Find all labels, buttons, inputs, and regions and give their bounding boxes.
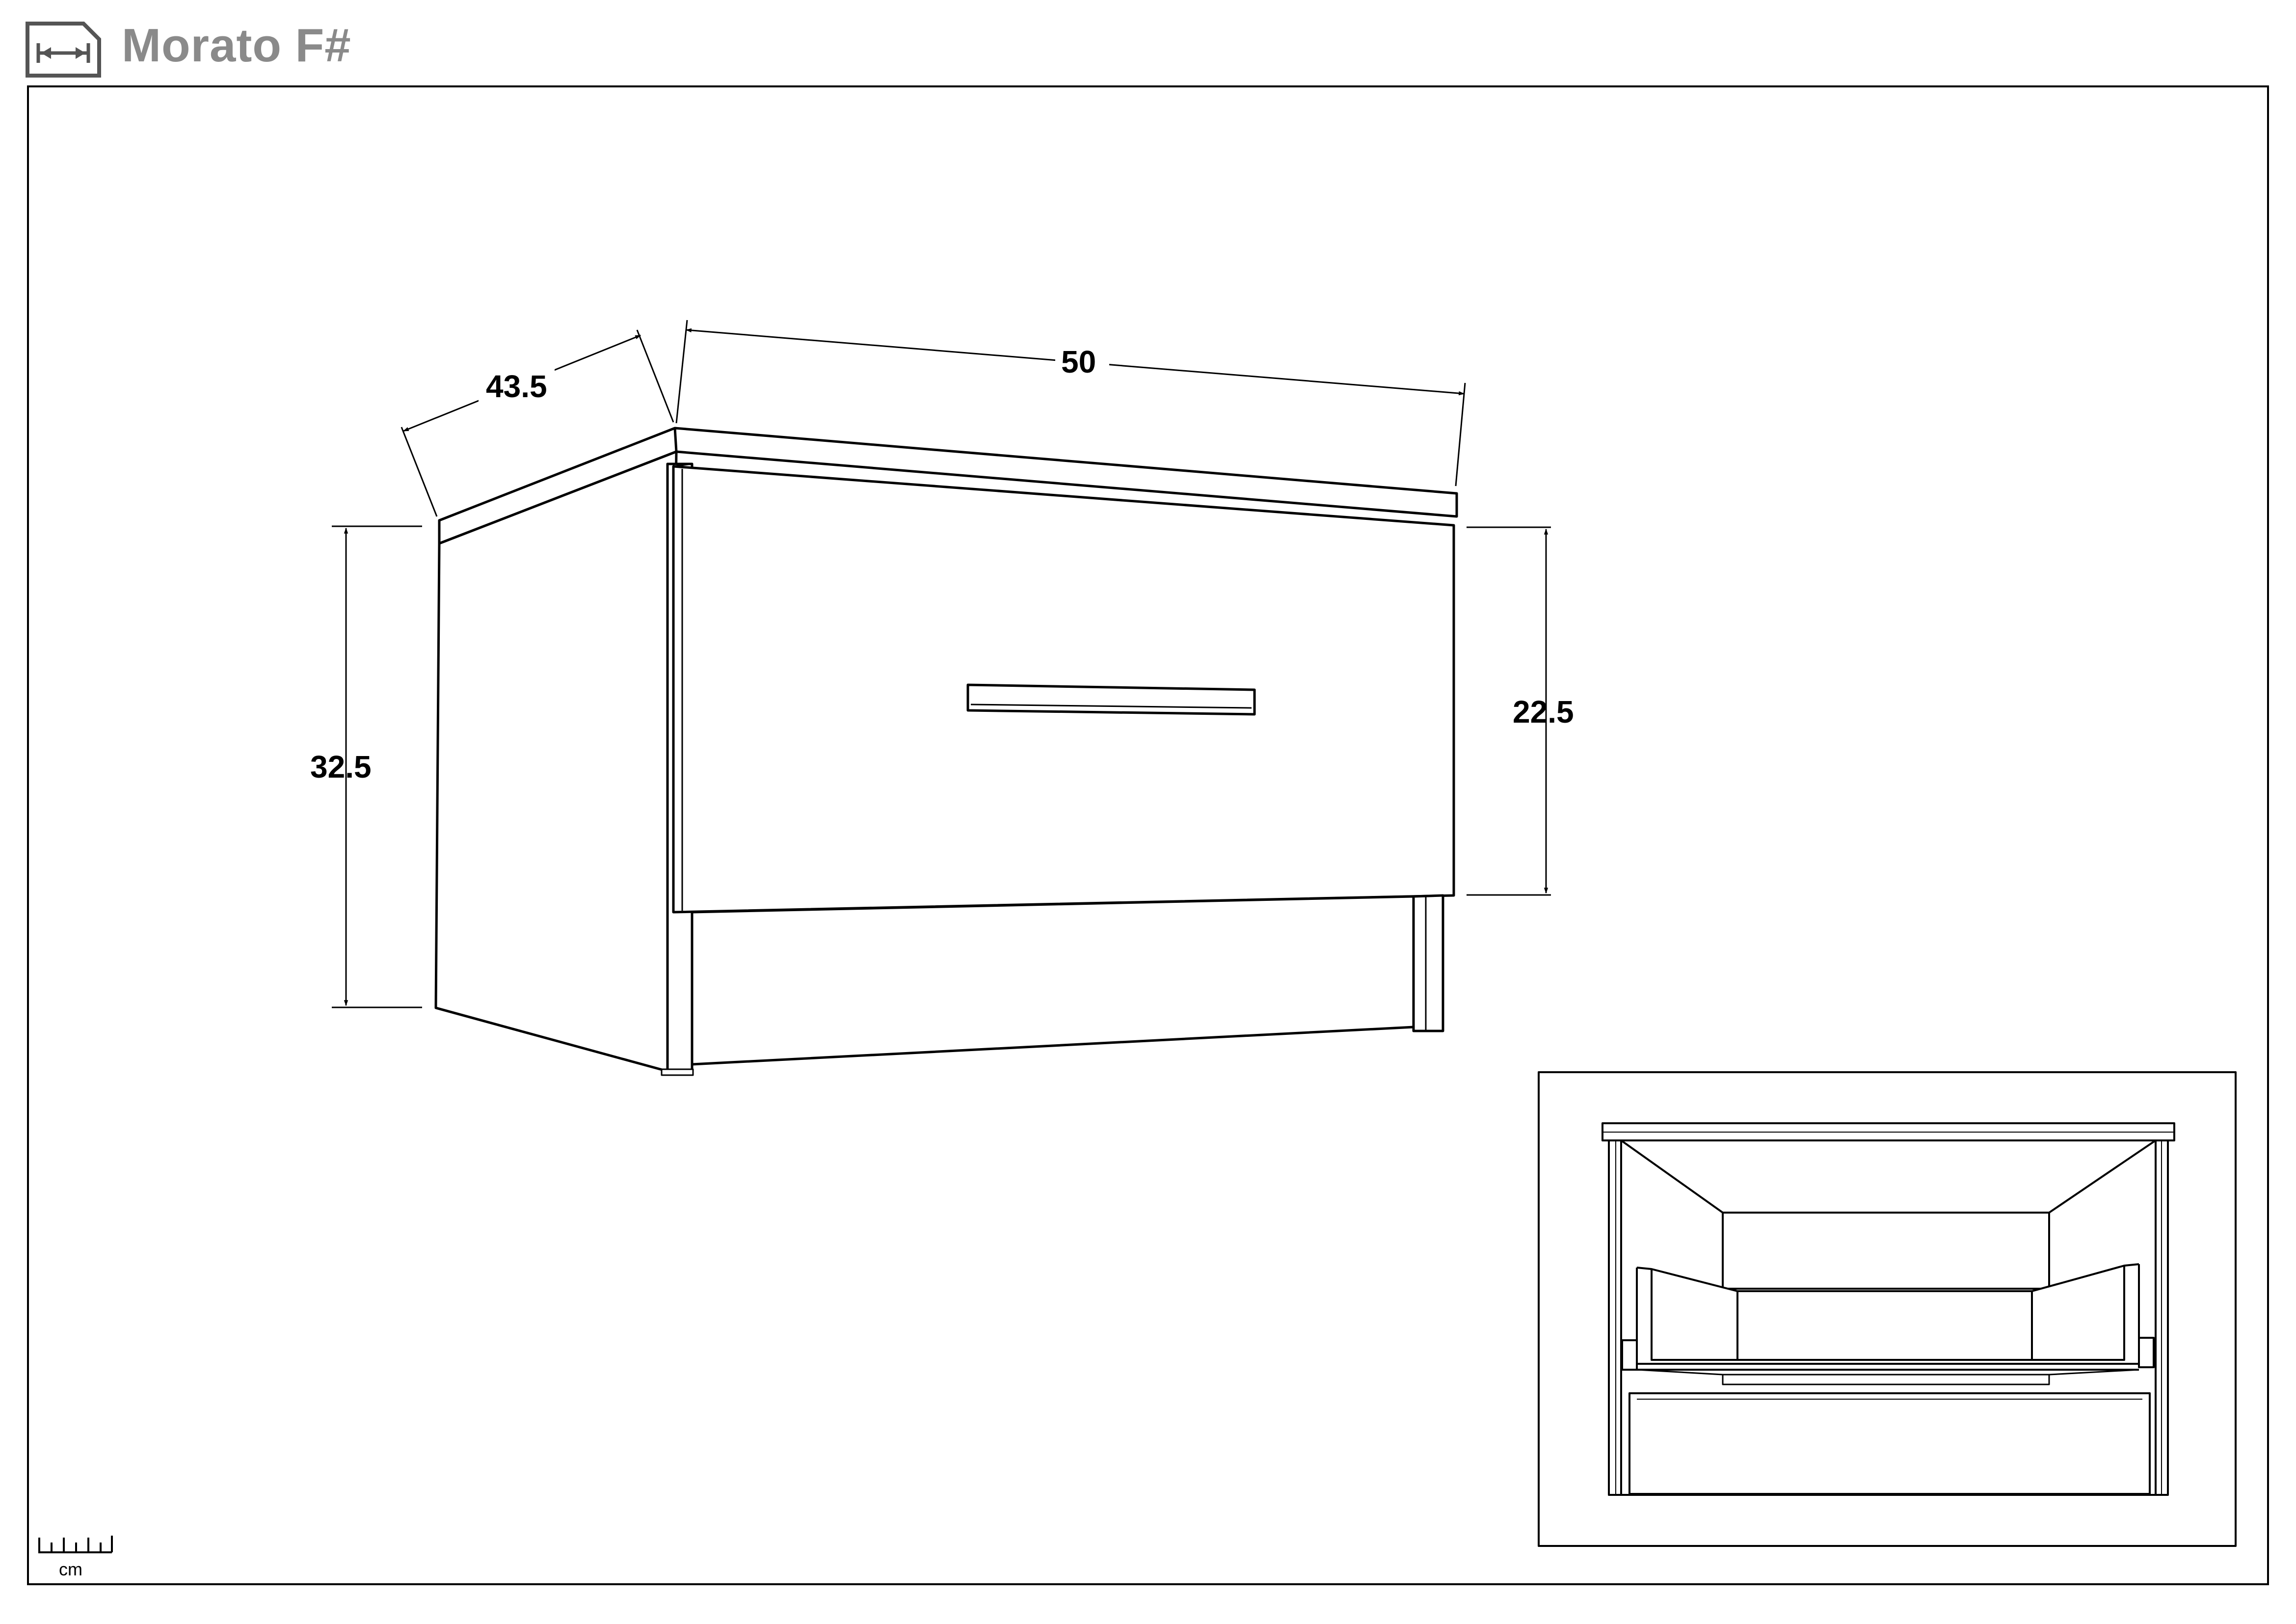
depth-label: 43.5 <box>486 369 547 404</box>
right-leg <box>1412 894 1444 1032</box>
dimension-arrows-icon <box>26 22 101 78</box>
drawing-border <box>27 85 2269 1585</box>
inset-open-drawer-view <box>1538 1071 2237 1547</box>
drawer-height-label: 22.5 <box>1513 694 1574 730</box>
nightstand-drawing <box>434 427 1458 1076</box>
inset-frame <box>1538 1071 2237 1547</box>
ruler-icon <box>38 1536 113 1553</box>
width-label: 50 <box>1061 344 1096 379</box>
drawer-handle <box>966 683 1256 716</box>
base-plinth <box>691 895 1415 1066</box>
scale-unit-label: cm <box>59 1559 82 1579</box>
page-header: Morato F# <box>0 0 2296 83</box>
side-panel <box>434 450 678 1073</box>
page-title: Morato F# <box>122 19 351 72</box>
height-label: 32.5 <box>310 749 372 785</box>
